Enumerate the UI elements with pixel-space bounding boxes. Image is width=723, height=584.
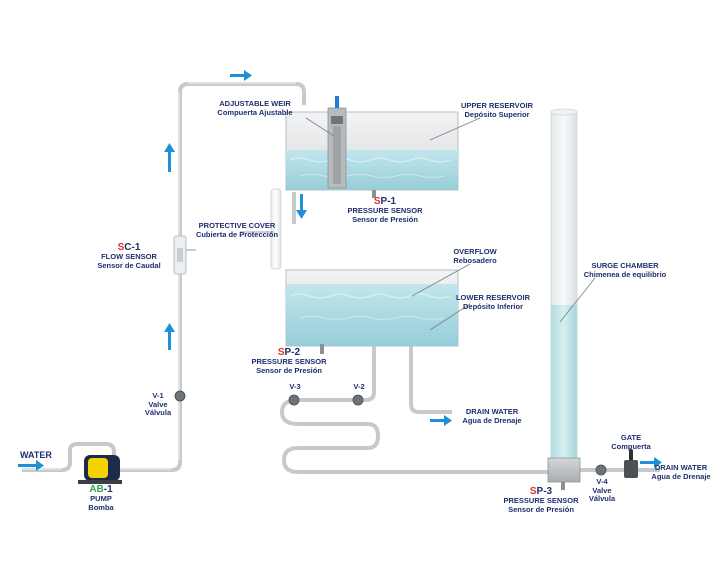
sp2-name-es: Sensor de Presión <box>256 365 322 375</box>
valve-v1-name-en: Valve <box>148 399 168 409</box>
overflow-name-en: OVERFLOW <box>453 247 497 256</box>
valve-v4-label: V-4 Valve Válvula <box>584 477 620 504</box>
upper-reservoir-name-es: Depósito Superior <box>464 109 530 119</box>
pump-name-en: PUMP <box>90 494 112 503</box>
lower-reservoir-label: LOWER RESERVOIR Depósito Inferior <box>448 293 538 311</box>
gate-name-es: Compuerta <box>611 441 651 451</box>
sp3-name-es: Sensor de Presión <box>508 504 574 514</box>
valve-v2-code: V-2 <box>353 382 365 391</box>
sp3-junction-box <box>547 457 581 483</box>
inlet-label: WATER <box>20 450 52 460</box>
lower-reservoir-name-en: LOWER RESERVOIR <box>455 293 531 302</box>
sp3-name-en: PRESSURE SENSOR <box>503 496 579 505</box>
adjustable-weir <box>327 96 347 189</box>
valve-v1-label: V-1 Valve Válvula <box>140 391 176 418</box>
arrow-up-icon <box>164 323 175 350</box>
inlet-pipe <box>22 442 116 472</box>
gate <box>624 449 638 478</box>
lower-reservoir <box>285 269 459 347</box>
valve-v2 <box>352 394 364 406</box>
valve-v1 <box>174 390 186 402</box>
sp1-code-prefix: S <box>373 196 381 207</box>
gate-label: GATE Compuerta <box>604 433 658 451</box>
protective-cover-label: PROTECTIVE COVER Cubierta de Protección <box>192 221 282 239</box>
pump <box>78 455 122 484</box>
valve-v3 <box>288 394 300 406</box>
flow-sensor-code-prefix: S <box>117 242 125 253</box>
weir-label: ADJUSTABLE WEIR Compuerta Ajustable <box>200 99 310 117</box>
sp1-code-suffix: P-1 <box>380 196 397 207</box>
pump-outlet-pipe <box>120 82 306 472</box>
sp1-name-en: PRESSURE SENSOR <box>347 206 423 215</box>
leader-lines <box>186 117 596 331</box>
sp3-label: SP-3 PRESSURE SENSOR Sensor de Presión <box>496 486 586 514</box>
flow-sensor-code-suffix: C-1 <box>124 242 141 253</box>
pump-code-suffix: -1 <box>103 484 113 495</box>
sp3-code-suffix: P-3 <box>536 486 553 497</box>
valve-v2-label: V-2 <box>344 382 374 392</box>
valve-v4-name-es: Válvula <box>588 494 616 503</box>
valve-v4-code: V-4 <box>596 477 608 486</box>
sp2-code-suffix: P-2 <box>284 347 301 358</box>
sp2-code-prefix: S <box>277 347 285 358</box>
drain-middle-label: DRAIN WATER Agua de Drenaje <box>452 407 532 425</box>
pump-code-prefix: AB <box>89 484 104 495</box>
drain-right-label: DRAIN WATER Agua de Drenaje <box>644 463 718 481</box>
drain-middle-name-en: DRAIN WATER <box>465 407 519 416</box>
surge-chamber-label: SURGE CHAMBER Chimenea de equilibrio <box>575 261 675 279</box>
upper-reservoir <box>285 111 459 191</box>
flow-sensor <box>173 235 187 275</box>
surge-chamber-name-es: Chimenea de equilibrio <box>583 269 667 279</box>
protective-cover-name-es: Cubierta de Protección <box>195 229 279 239</box>
valve-v4-name-en: Valve <box>592 485 612 495</box>
weir-name-es: Compuerta Ajustable <box>217 107 293 117</box>
flow-sensor-name-es: Sensor de Caudal <box>97 260 161 270</box>
weir-name-en: ADJUSTABLE WEIR <box>219 99 291 108</box>
flow-sensor-name-en: FLOW SENSOR <box>101 252 157 261</box>
overflow-pipe <box>409 296 452 414</box>
upper-reservoir-name-en: UPPER RESERVOIR <box>461 101 533 110</box>
sp2-nub <box>320 344 324 354</box>
flow-sensor-label: SC-1 FLOW SENSOR Sensor de Caudal <box>84 242 174 270</box>
sp2-name-en: PRESSURE SENSOR <box>251 357 327 366</box>
flow-arrows <box>18 70 662 471</box>
pump-label: AB-1 PUMP Bomba <box>76 484 126 512</box>
sp3-nub <box>561 482 565 490</box>
overflow-name-es: Rebosadero <box>453 255 497 265</box>
valve-v1-name-es: Válvula <box>144 408 172 417</box>
arrow-right-icon <box>230 70 252 81</box>
arrow-right-icon <box>18 460 44 471</box>
sp1-name-es: Sensor de Presión <box>352 214 418 224</box>
sp3-code-prefix: S <box>529 486 537 497</box>
upper-reservoir-label: UPPER RESERVOIR Depósito Superior <box>452 101 542 119</box>
protective-cover-name-en: PROTECTIVE COVER <box>198 221 276 230</box>
surge-chamber-name-en: SURGE CHAMBER <box>591 261 659 270</box>
drain-right-name-en: DRAIN WATER <box>654 463 708 472</box>
valve-v3-label: V-3 <box>280 382 310 392</box>
surge-chamber <box>550 108 578 463</box>
sp1-label: SP-1 PRESSURE SENSOR Sensor de Presión <box>340 196 430 224</box>
sp2-label: SP-2 PRESSURE SENSOR Sensor de Presión <box>244 347 334 375</box>
valve-v4 <box>595 464 607 476</box>
drain-right-name-es: Agua de Drenaje <box>651 471 711 481</box>
protective-cover <box>270 188 282 270</box>
gate-name-en: GATE <box>620 433 642 442</box>
arrow-down-icon <box>296 194 307 219</box>
valve-v1-code: V-1 <box>152 391 164 400</box>
arrow-right-icon <box>640 457 662 468</box>
valve-v3-code: V-3 <box>289 382 301 391</box>
arrow-up-icon <box>164 143 175 172</box>
lower-reservoir-name-es: Depósito Inferior <box>462 301 523 311</box>
drain-middle-name-es: Agua de Drenaje <box>462 415 522 425</box>
arrow-right-icon <box>430 415 452 426</box>
sp1-nub <box>372 190 376 198</box>
overflow-label: OVERFLOW Rebosadero <box>440 247 510 265</box>
pump-name-es: Bomba <box>88 502 114 512</box>
